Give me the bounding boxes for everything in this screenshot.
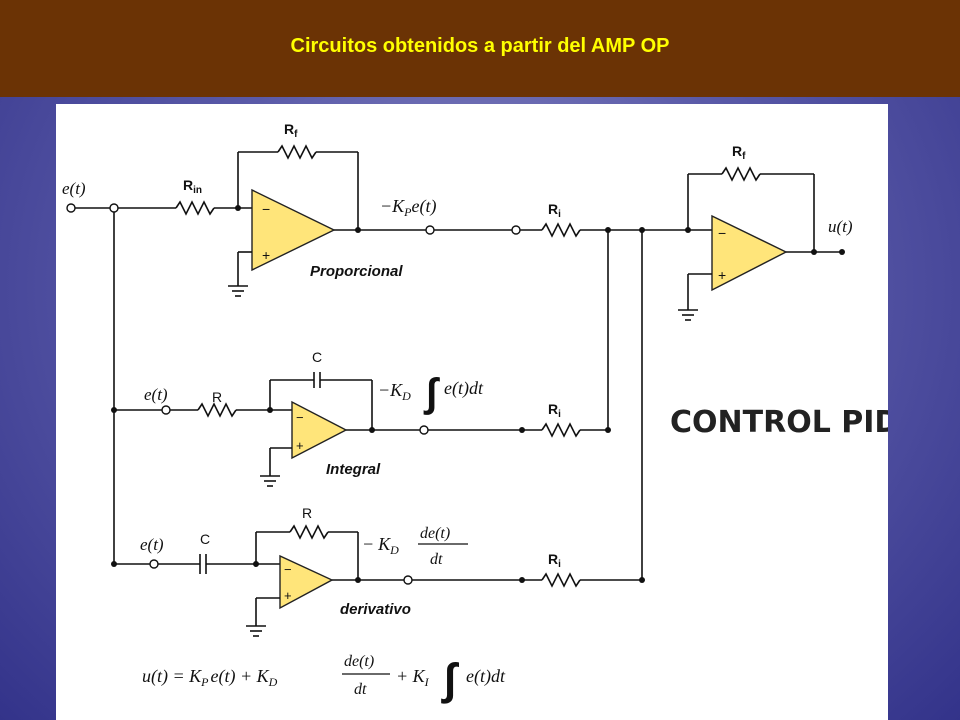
output-label: u(t) bbox=[828, 217, 853, 236]
resistor-ri-1 bbox=[541, 222, 581, 238]
opamp-plus: + bbox=[262, 247, 270, 263]
node-terminal bbox=[161, 405, 171, 415]
derivative-input-label: e(t) bbox=[140, 535, 164, 554]
resistor-ri-3 bbox=[541, 572, 581, 588]
r-label: R bbox=[302, 505, 312, 521]
derivative-stage: e(t) C R − + Ri −KD de(t) bbox=[111, 505, 645, 637]
ri-label: Ri bbox=[548, 551, 561, 570]
input-terminal bbox=[66, 203, 76, 213]
deriv-denominator: dt bbox=[430, 551, 443, 568]
deriv-numerator: de(t) bbox=[420, 525, 450, 542]
proportional-label: Proporcional bbox=[310, 263, 403, 280]
opamp-summing bbox=[711, 214, 788, 292]
opamp-plus: + bbox=[718, 267, 726, 283]
integral-sign: ∫ bbox=[423, 371, 440, 415]
c-label: C bbox=[200, 531, 210, 547]
node-terminal bbox=[109, 203, 119, 213]
integral-stage: e(t) R C − + Ri −KD ∫ e bbox=[111, 349, 611, 487]
opamp-minus: − bbox=[262, 201, 270, 217]
slide-title: Circuitos obtenidos a partir del AMP OP bbox=[290, 35, 670, 57]
output-node bbox=[839, 249, 845, 255]
node-terminal bbox=[149, 559, 159, 569]
resistor-rin bbox=[175, 200, 215, 216]
node-terminal bbox=[419, 425, 429, 435]
equation-part-2: + KI bbox=[396, 666, 430, 689]
junction bbox=[369, 427, 375, 433]
integral-term: e(t)dt bbox=[444, 378, 484, 399]
opamp-proportional bbox=[251, 188, 336, 272]
equation-deriv-den: dt bbox=[354, 681, 367, 698]
opamp-minus: − bbox=[296, 410, 304, 425]
opamp-plus: + bbox=[284, 588, 292, 603]
junction bbox=[605, 227, 611, 233]
summing-stage: Rf − + u(t) bbox=[605, 143, 853, 580]
node-terminal bbox=[403, 575, 413, 585]
integral-label: Integral bbox=[326, 461, 381, 478]
opamp-integral bbox=[291, 400, 348, 460]
r-label: R bbox=[212, 389, 222, 405]
resistor-ri-2 bbox=[541, 422, 581, 438]
equation-deriv-num: de(t) bbox=[344, 653, 374, 670]
resistor-r bbox=[197, 402, 237, 418]
pid-circuit-diagram: e(t) Rin Rf − + −KPe(t) Proporcional bbox=[62, 121, 888, 704]
equation-integral-sign: ∫ bbox=[441, 655, 460, 704]
junction bbox=[811, 249, 817, 255]
input-label: e(t) bbox=[62, 179, 86, 198]
equation-part-3: e(t)dt bbox=[466, 666, 506, 687]
kp-term: −KPe(t) bbox=[380, 196, 437, 219]
junction bbox=[519, 427, 525, 433]
circuit-panel: e(t) Rin Rf − + −KPe(t) Proporcional bbox=[56, 104, 888, 720]
opamp-derivative bbox=[279, 554, 334, 610]
kd-term: −KD bbox=[362, 534, 399, 557]
ri-label: Ri bbox=[548, 401, 561, 420]
rf-label: Rf bbox=[284, 121, 298, 140]
junction bbox=[355, 577, 361, 583]
integral-input-label: e(t) bbox=[144, 385, 168, 404]
control-pid-label: CONTROL PID bbox=[670, 405, 888, 440]
junction bbox=[519, 577, 525, 583]
resistor-r bbox=[289, 524, 329, 540]
node-terminal bbox=[425, 225, 435, 235]
ki-term: −KD bbox=[378, 380, 411, 403]
ri-label: Ri bbox=[548, 201, 561, 220]
node-terminal bbox=[511, 225, 521, 235]
junction bbox=[355, 227, 361, 233]
rin-label: Rin bbox=[183, 177, 202, 196]
proportional-stage: e(t) Rin Rf − + −KPe(t) Proporcional bbox=[62, 121, 712, 297]
opamp-plus: + bbox=[296, 438, 304, 453]
slide-header: Circuitos obtenidos a partir del AMP OP bbox=[0, 0, 960, 97]
rf-label: Rf bbox=[732, 143, 746, 162]
derivative-label: derivativo bbox=[340, 601, 411, 618]
junction bbox=[639, 227, 645, 233]
opamp-minus: − bbox=[284, 562, 292, 577]
resistor-rf bbox=[277, 144, 317, 160]
c-label: C bbox=[312, 349, 322, 365]
resistor-rf-sum bbox=[721, 166, 761, 182]
opamp-minus: − bbox=[718, 225, 726, 241]
